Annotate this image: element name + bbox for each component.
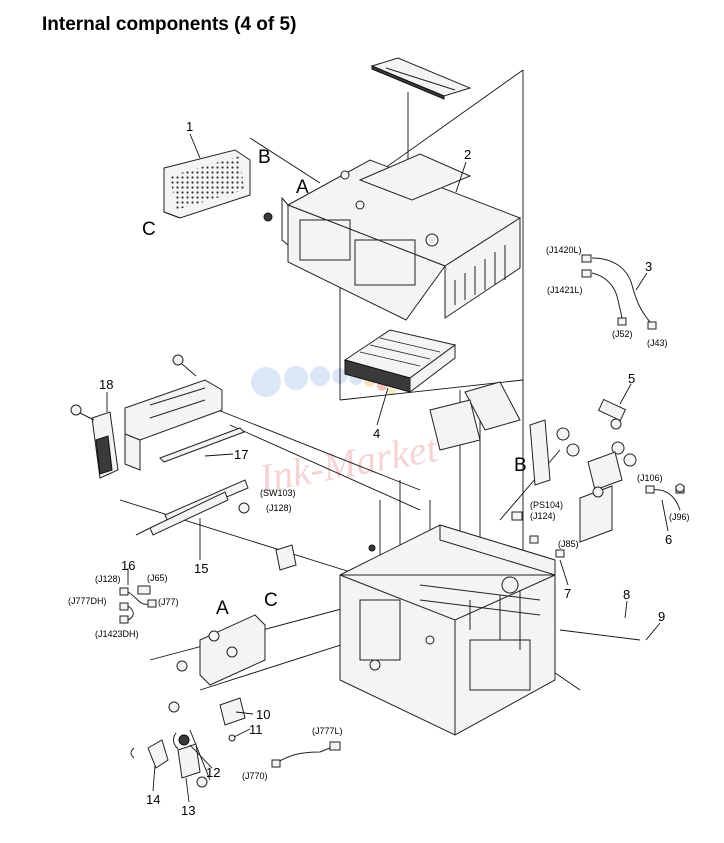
paper-path-assembly — [343, 329, 457, 394]
callout-leaders — [106, 133, 669, 803]
connector-j770: (J770) — [242, 771, 268, 781]
top-rail-part — [370, 57, 472, 100]
connector-j1421l: (J1421L) — [547, 285, 583, 295]
wire-harnesses — [119, 254, 657, 768]
connector-j124: (J124) — [530, 511, 556, 521]
callout-14: 14 — [146, 792, 160, 807]
callout-10: 10 — [256, 707, 270, 722]
guide-rails — [135, 427, 249, 536]
connector-j65: (J65) — [147, 573, 168, 583]
connector-j96: (J96) — [669, 512, 690, 522]
connector-j85: (J85) — [558, 539, 579, 549]
connector-j43: (J43) — [647, 338, 668, 348]
right-side-brackets — [429, 381, 685, 558]
callout-1: 1 — [186, 119, 193, 134]
upper-frame-assembly — [263, 153, 522, 321]
callout-12: 12 — [206, 765, 220, 780]
callout-7: 7 — [564, 586, 571, 601]
callout-2: 2 — [464, 147, 471, 162]
callout-8: 8 — [623, 587, 630, 602]
connector-j777l: (J777L) — [312, 726, 343, 736]
callout-16: 16 — [121, 558, 135, 573]
callout-15: 15 — [194, 561, 208, 576]
connector-j1423dh: (J1423DH) — [95, 629, 139, 639]
lower-chassis — [339, 524, 556, 736]
callout-13: 13 — [181, 803, 195, 818]
ref-letter-a-top: A — [296, 177, 309, 198]
connector-j52: (J52) — [612, 329, 633, 339]
callout-4: 4 — [373, 426, 380, 441]
callout-18: 18 — [99, 377, 113, 392]
connector-j106: (J106) — [637, 473, 663, 483]
connector-j128: (J128) — [95, 574, 121, 584]
page-title: Internal components (4 of 5) — [42, 14, 297, 35]
connector-j77: (J77) — [158, 597, 179, 607]
perforated-cover-plate — [163, 149, 251, 219]
side-frame-bracket — [70, 354, 223, 479]
lower-left-brackets — [130, 502, 376, 788]
callout-3: 3 — [645, 259, 652, 274]
connector-j128-top: (J128) — [266, 503, 292, 513]
ref-letter-a-low: A — [216, 598, 229, 619]
callout-5: 5 — [628, 371, 635, 386]
callout-17: 17 — [234, 447, 248, 462]
callout-9: 9 — [658, 609, 665, 624]
ref-letter-b-right: B — [514, 455, 527, 476]
callout-11: 11 — [249, 722, 263, 737]
ref-letter-c-low: C — [264, 590, 278, 611]
connector-j1420l: (J1420L) — [546, 245, 582, 255]
connector-j777dh: (J777DH) — [68, 596, 107, 606]
ref-letter-c-top: C — [142, 219, 156, 240]
connector-ps104: (PS104) — [530, 500, 563, 510]
callout-6: 6 — [665, 532, 672, 547]
ref-letter-b-top: B — [258, 147, 271, 168]
connector-sw103: (SW103) — [260, 488, 296, 498]
